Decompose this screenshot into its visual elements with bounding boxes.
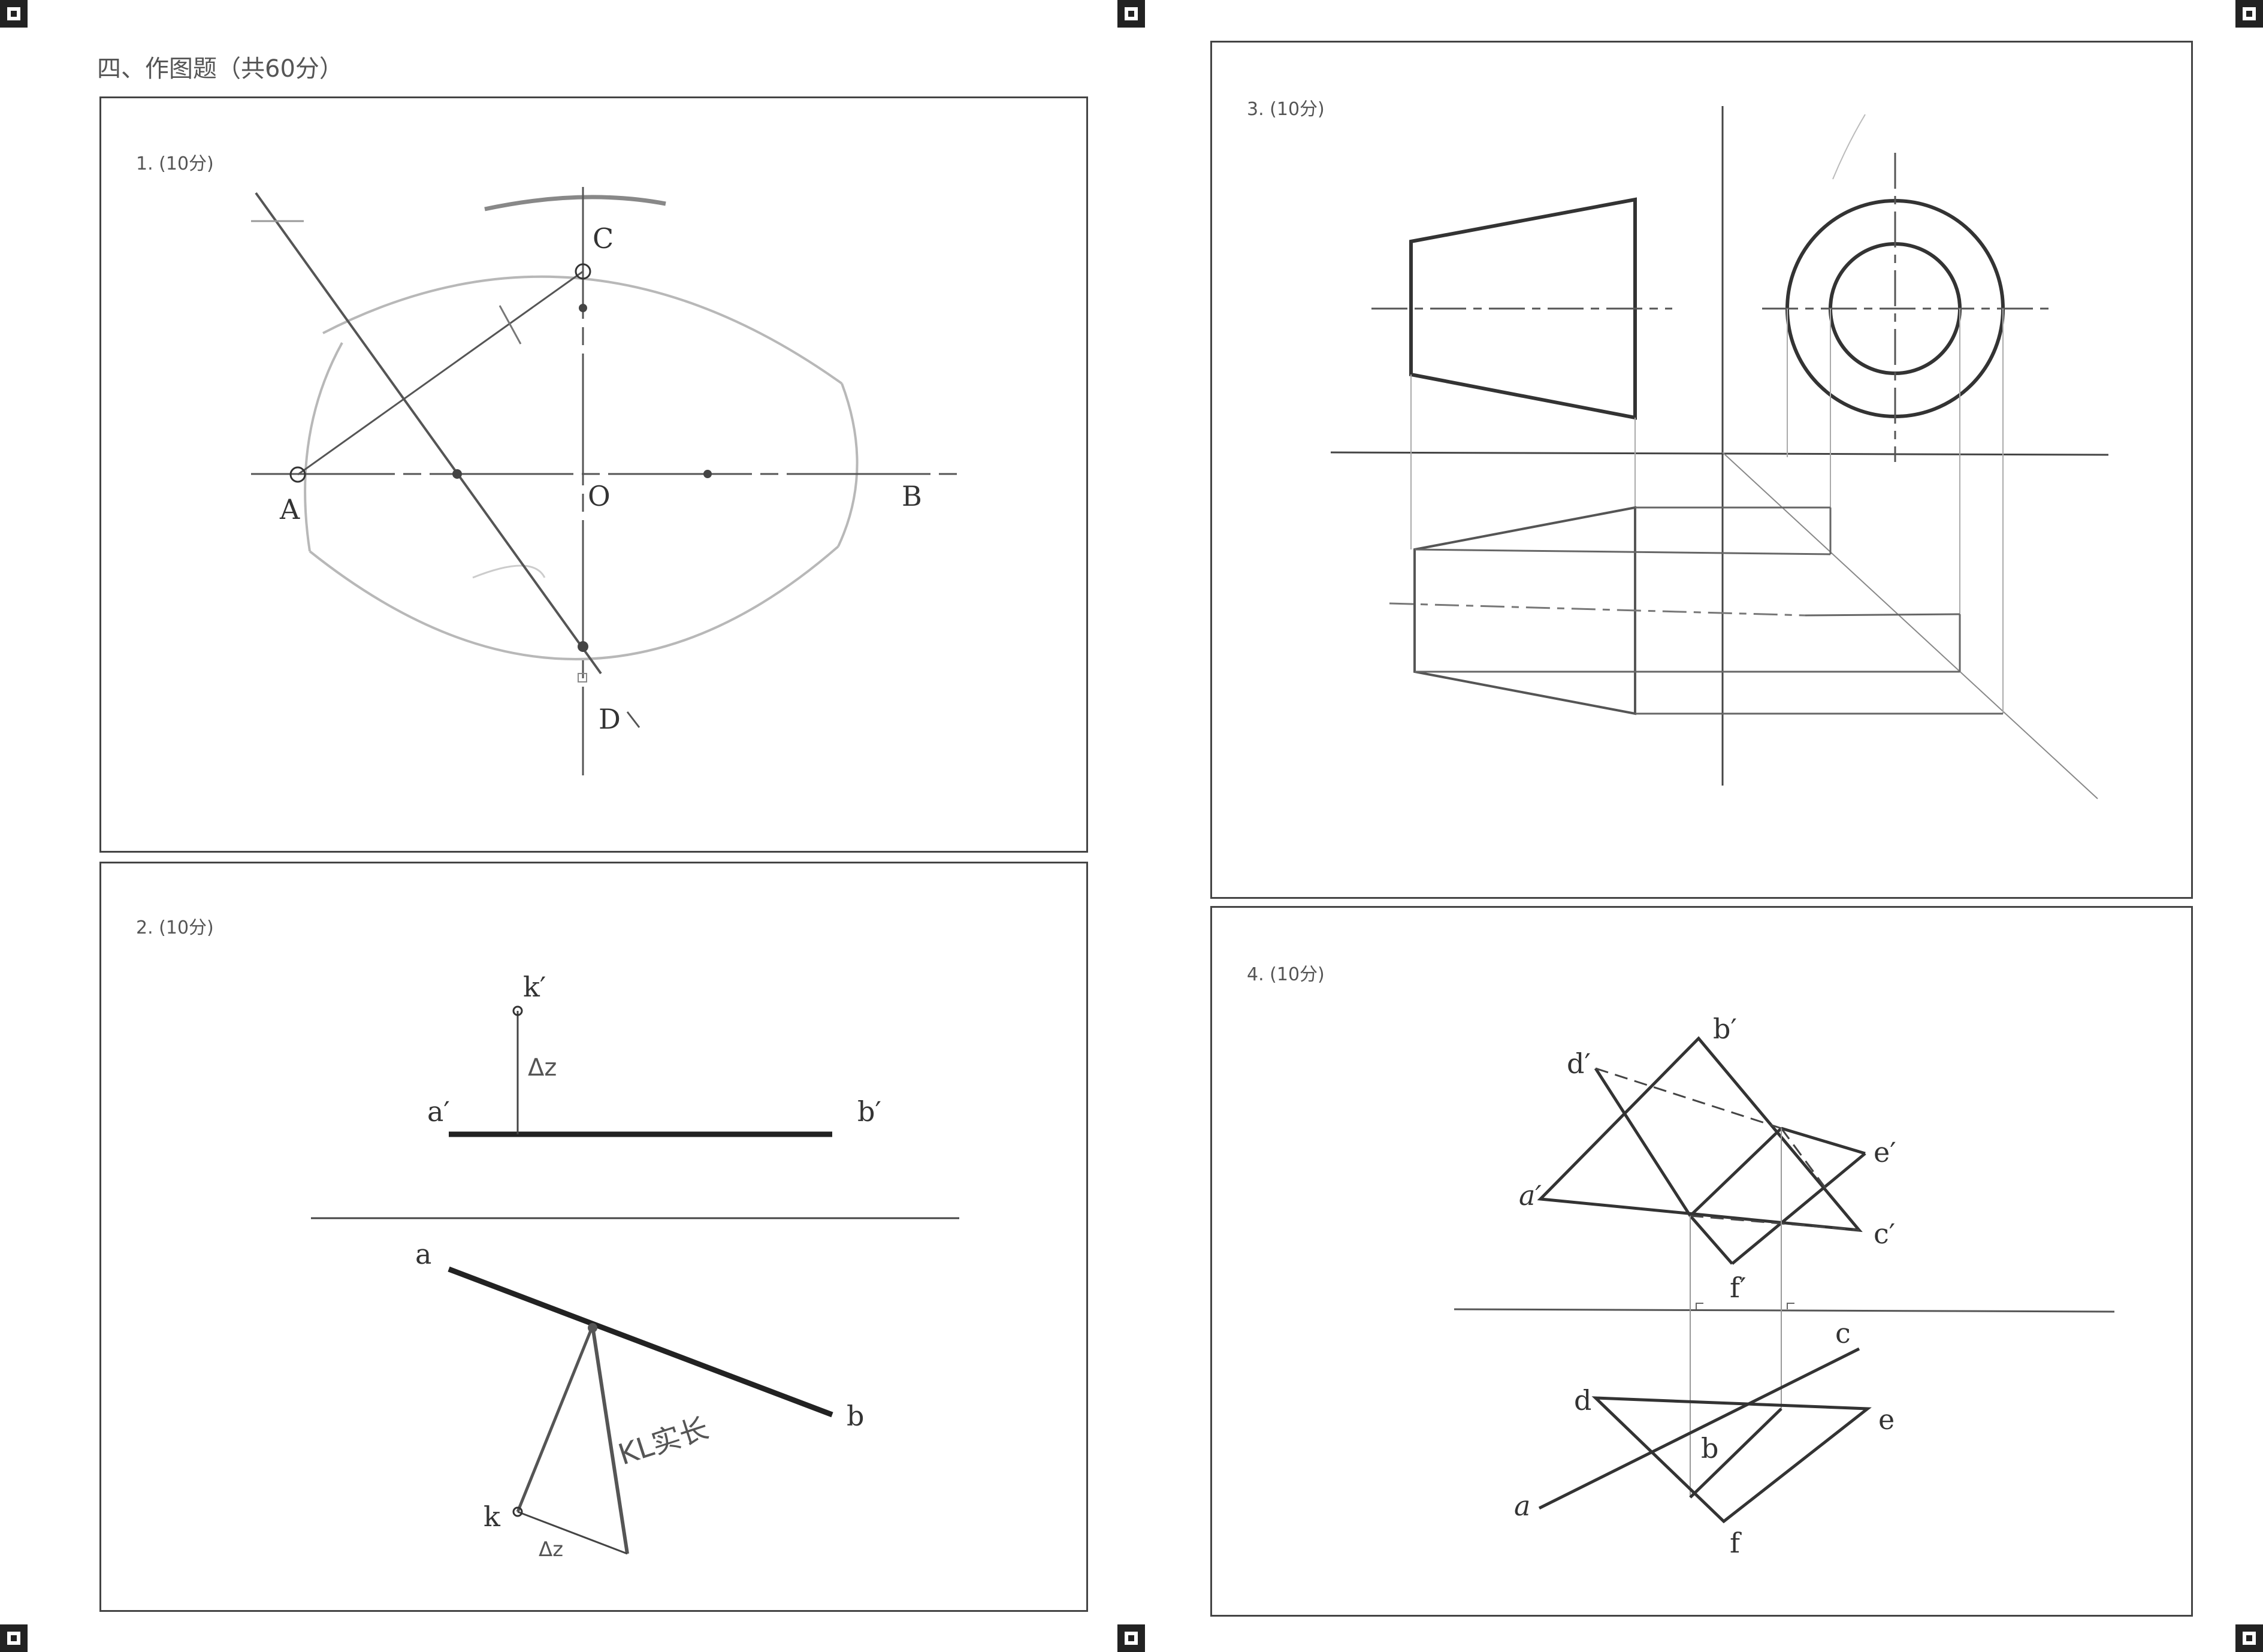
corner-marker-bottom-left (0, 1624, 28, 1652)
edge-hidden-upper (1780, 1128, 1830, 1194)
point-label-f: f (1730, 1527, 1742, 1559)
right-angle-mark-right (1787, 1303, 1794, 1309)
d-mark-stroke (626, 711, 640, 728)
point-label-b: B (902, 480, 922, 512)
point-k-marker (512, 1506, 523, 1517)
edge-f-prime-to-mid (1689, 1215, 1733, 1265)
point-label-d: d (1574, 1384, 1591, 1417)
point-k-prime-marker (512, 1005, 523, 1016)
point-label-a-prime: a′ (427, 1095, 450, 1128)
point-label-a: a (1514, 1490, 1530, 1522)
center-dot-top (579, 304, 587, 312)
ellipse-right-arc (837, 383, 859, 547)
point-a-marker (289, 466, 306, 483)
point-label-d: D (599, 703, 621, 735)
corner-marker-top-middle (1117, 0, 1145, 28)
point-label-c: C (593, 222, 614, 255)
point-l-marker (588, 1323, 597, 1333)
problem-2-drawing: k′ Δz a′ b′ a b k Δz KL实长 (311, 971, 959, 1562)
point-label-f-prime: f′ (1730, 1272, 1746, 1304)
triangle-def (1591, 1396, 1872, 1524)
line-k-dz (517, 1511, 628, 1555)
annotation-dz-bottom: Δz (539, 1538, 563, 1562)
point-label-a: a (415, 1238, 431, 1270)
edge-mid-to-e-prime (1781, 1126, 1866, 1155)
triangle-a-prime-b-prime-c-prime (1537, 1036, 1863, 1233)
line-true-length (591, 1325, 629, 1554)
point-label-b: b (1701, 1432, 1718, 1464)
section-title: 四、作图题（共60分） (97, 55, 343, 83)
projection-axis (1454, 1308, 2115, 1313)
top-view-hidden-line (1389, 602, 1806, 617)
problem-2-panel: 2. (10分) k′ Δz a′ b′ a b k Δz KL实长 (99, 862, 1088, 1612)
edge-d-prime-e-prime-hidden (1595, 1067, 1782, 1129)
corner-marker-bottom-right (2235, 1624, 2263, 1652)
corner-marker-bottom-middle (1117, 1624, 1145, 1652)
line-kl (516, 1325, 594, 1512)
edge-d-prime-to-mid (1594, 1067, 1692, 1217)
point-label-k-prime: k′ (523, 971, 546, 1003)
annotation-true-length: KL实长 (614, 1411, 712, 1472)
center-dot-bottom (578, 641, 588, 652)
line-ac (297, 270, 584, 476)
problem-4-drawing: b′ d′ e′ a′ c′ f′ c d e b a f (1454, 1013, 2115, 1559)
construction-arc-inner (472, 564, 546, 579)
horizontal-projection-axis (1330, 451, 2109, 456)
miter-line (1722, 452, 2098, 799)
problem-1-panel: 1. (10分) (99, 96, 1088, 853)
point-label-c-prime: c′ (1874, 1218, 1895, 1250)
edge-intersection-solid (1689, 1127, 1782, 1217)
problem-4-panel: 4. (10分) b′ d′ e′ a′ c′ (1210, 906, 2193, 1617)
transfer-line-7 (1805, 613, 1960, 617)
point-label-b-prime: b′ (857, 1095, 881, 1128)
center-dot-left (452, 469, 462, 479)
bisector-tick (498, 305, 522, 345)
center-dot-right (703, 470, 712, 478)
corner-marker-top-left (0, 0, 28, 28)
problem-3-drawing (1330, 106, 2109, 799)
problem-3-label: 3. (10分) (1247, 99, 1325, 120)
point-label-d-prime: d′ (1567, 1047, 1591, 1080)
edge-b-to-intersection (1689, 1408, 1782, 1499)
stray-stroke (1832, 114, 1866, 180)
problem-3-panel: 3. (10分) (1210, 41, 2193, 899)
point-label-k: k (484, 1500, 501, 1533)
point-label-e-prime: e′ (1874, 1136, 1896, 1168)
edge-e-prime-to-f-prime (1731, 1152, 1866, 1265)
point-label-c: c (1835, 1317, 1851, 1349)
construction-arc-top (484, 195, 666, 212)
line-ab (448, 1266, 833, 1418)
top-view-trapezoid (1413, 506, 1636, 715)
point-label-b: b (847, 1400, 864, 1432)
line-ac (1538, 1347, 1860, 1510)
ellipse-left-arc (304, 342, 343, 552)
point-c-marker (575, 263, 591, 280)
point-label-a-prime: a′ (1519, 1179, 1542, 1212)
problem-2-label: 2. (10分) (136, 917, 214, 938)
problem-1-label: 1. (10分) (136, 153, 214, 174)
problem-4-label: 4. (10分) (1247, 964, 1325, 985)
transfer-line-2 (1414, 548, 1831, 555)
point-label-b-prime: b′ (1713, 1013, 1737, 1045)
problem-1-drawing: C A O B D (251, 187, 964, 775)
right-angle-mark-left (1696, 1303, 1703, 1309)
perpendicular-bisector (255, 192, 602, 675)
annotation-dz-top: Δz (528, 1054, 557, 1082)
point-label-o: O (588, 480, 611, 512)
ellipse-bottom-arc (309, 545, 839, 660)
corner-marker-top-right (2235, 0, 2263, 28)
point-d-marker (578, 673, 587, 682)
edge-hidden-lower (1690, 1215, 1860, 1231)
point-label-e: e (1878, 1403, 1895, 1436)
point-label-a: A (279, 493, 300, 526)
